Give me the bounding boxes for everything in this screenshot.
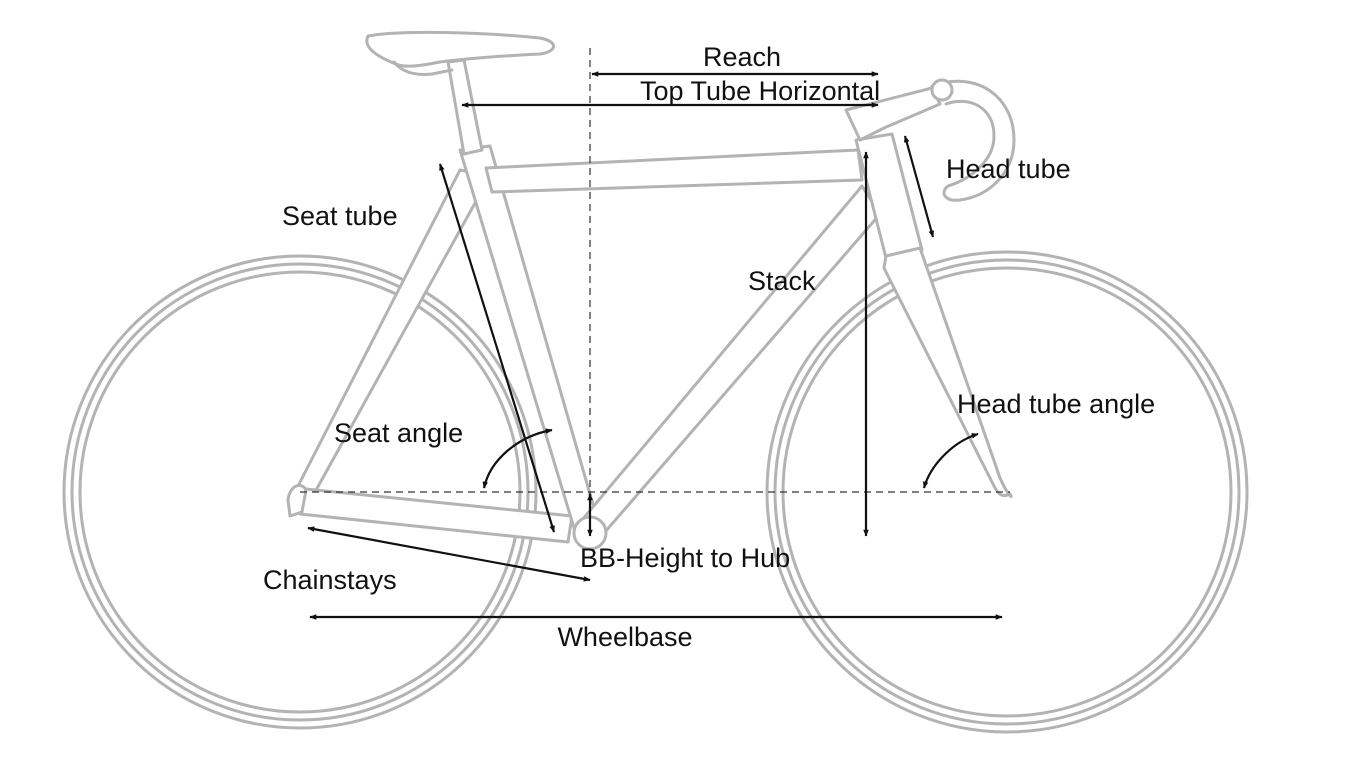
bb-height-to-hub-label: BB-Height to Hub [580,543,790,573]
seat-tube [458,144,600,530]
reach-label: Reach [703,42,781,72]
head-tube-angle-label: Head tube angle [957,389,1155,419]
rear-dropout [286,483,308,518]
chainstays-label: Chainstays [263,565,397,595]
down-tube [580,184,882,534]
seat-angle-label: Seat angle [334,418,463,448]
wheelbase-label: Wheelbase [557,622,692,652]
seat-tube-label: Seat tube [282,201,398,231]
top-tube [484,148,864,194]
head-tube-label: Head tube [946,154,1071,184]
top-tube-horizontal-label: Top Tube Horizontal [640,76,880,106]
handlebar [930,79,1016,202]
head-tube-angle-arrow [922,432,979,489]
head-tube-arrow [903,135,935,238]
chainstays-arrow [307,526,591,582]
stack-label: Stack [748,266,816,296]
bike-frame [286,30,1016,551]
seat-angle-arrow [482,428,553,489]
seat-post [446,58,484,156]
stem [844,86,942,142]
fork [882,246,1013,499]
